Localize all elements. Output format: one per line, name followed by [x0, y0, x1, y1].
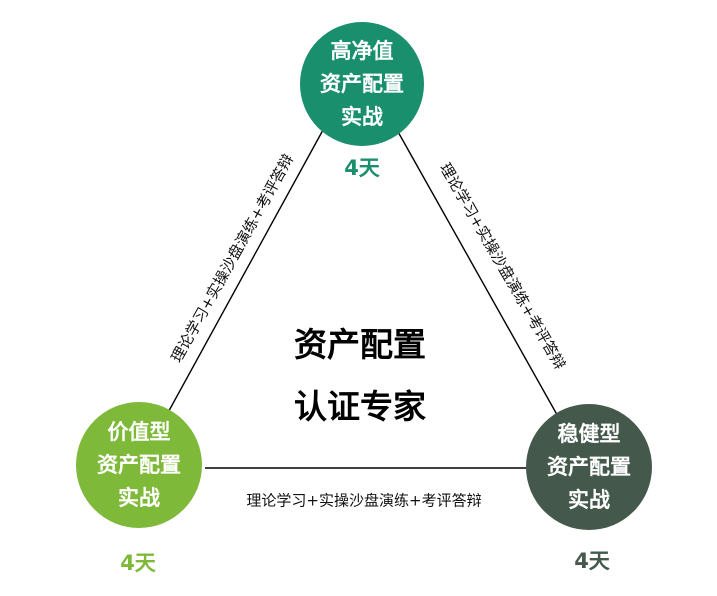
edge-right-line: [396, 129, 561, 421]
center-title-line1: 资产配置: [294, 325, 426, 364]
edge-left-line: [164, 129, 324, 419]
node-right-days: 4天: [574, 549, 610, 573]
center-title-line2: 认证专家: [294, 387, 426, 426]
node-top-days: 4天: [344, 156, 380, 180]
node-left-line1: 价值型: [107, 419, 171, 444]
node-left-line3: 实战: [118, 485, 160, 510]
node-right-line2: 资产配置: [547, 454, 631, 479]
node-top-line2: 资产配置: [320, 71, 404, 96]
node-right-line1: 稳健型: [557, 421, 621, 446]
node-high-net-worth: 高净值 资产配置 实战: [300, 22, 424, 146]
node-left-line2: 资产配置: [97, 452, 181, 477]
node-left-days: 4天: [120, 551, 156, 575]
edge-bottom-label: 理论学习+实操沙盘演练+考评答辩: [246, 491, 482, 510]
node-top-line3: 实战: [341, 104, 383, 129]
node-value: 价值型 资产配置 实战: [76, 402, 202, 528]
node-stable: 稳健型 资产配置 实战: [526, 404, 652, 530]
node-right-line3: 实战: [568, 487, 610, 512]
node-top-line1: 高净值: [330, 38, 394, 63]
